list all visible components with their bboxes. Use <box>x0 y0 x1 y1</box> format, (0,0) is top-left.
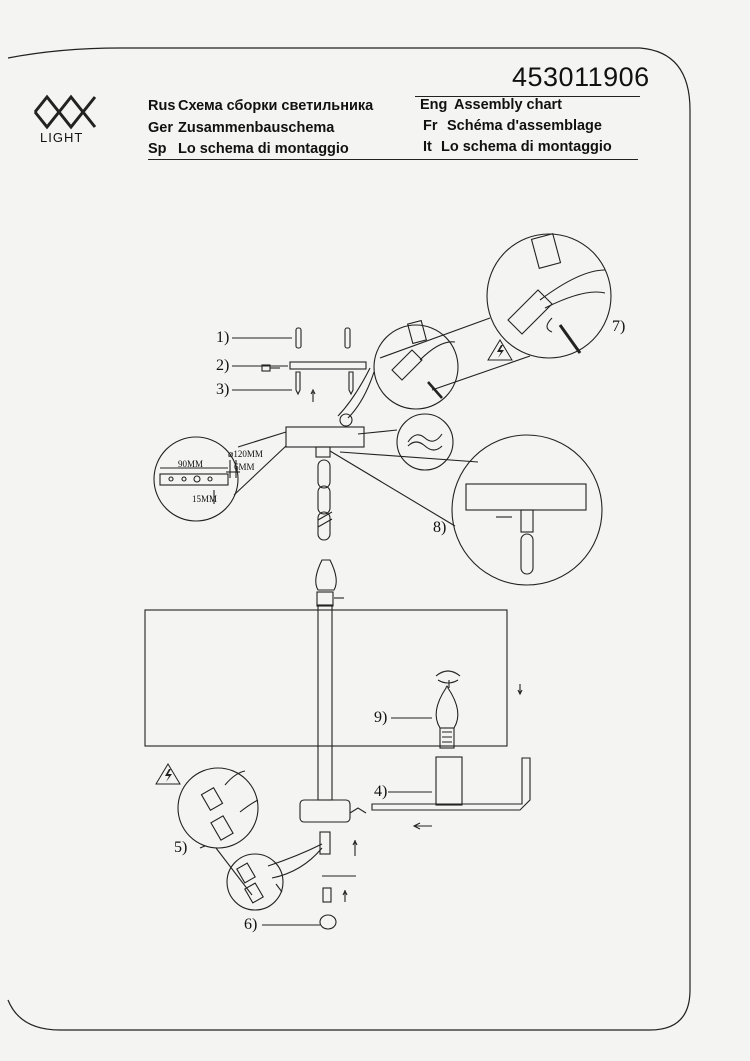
dimension-diameter: ⌀120MM <box>228 449 263 459</box>
logo-text: LIGHT <box>40 130 84 145</box>
callout-6: 6) <box>244 916 258 933</box>
brand-logo-icon <box>33 94 97 130</box>
callout-3: 3) <box>216 381 230 398</box>
dimension-slot: 6MM <box>234 462 255 472</box>
model-rule <box>415 96 640 97</box>
electric-warning-icon <box>487 339 513 361</box>
callout-9: 9) <box>374 709 388 726</box>
callout-4: 4) <box>374 783 388 800</box>
callout-7: 7) <box>612 318 626 335</box>
wall-plug-icon <box>295 327 302 349</box>
dimension-spacing: 90MM <box>178 459 204 469</box>
callout-1: 1) <box>216 329 230 346</box>
wall-plug-icon <box>344 327 351 349</box>
callout-5: 5) <box>174 839 188 856</box>
dimension-offset: 15MM <box>192 494 218 504</box>
electric-warning-icon <box>155 763 181 785</box>
title-rule <box>148 159 638 160</box>
callout-2: 2) <box>216 357 230 374</box>
callout-8: 8) <box>433 519 447 536</box>
model-number: 453011906 <box>512 62 650 92</box>
